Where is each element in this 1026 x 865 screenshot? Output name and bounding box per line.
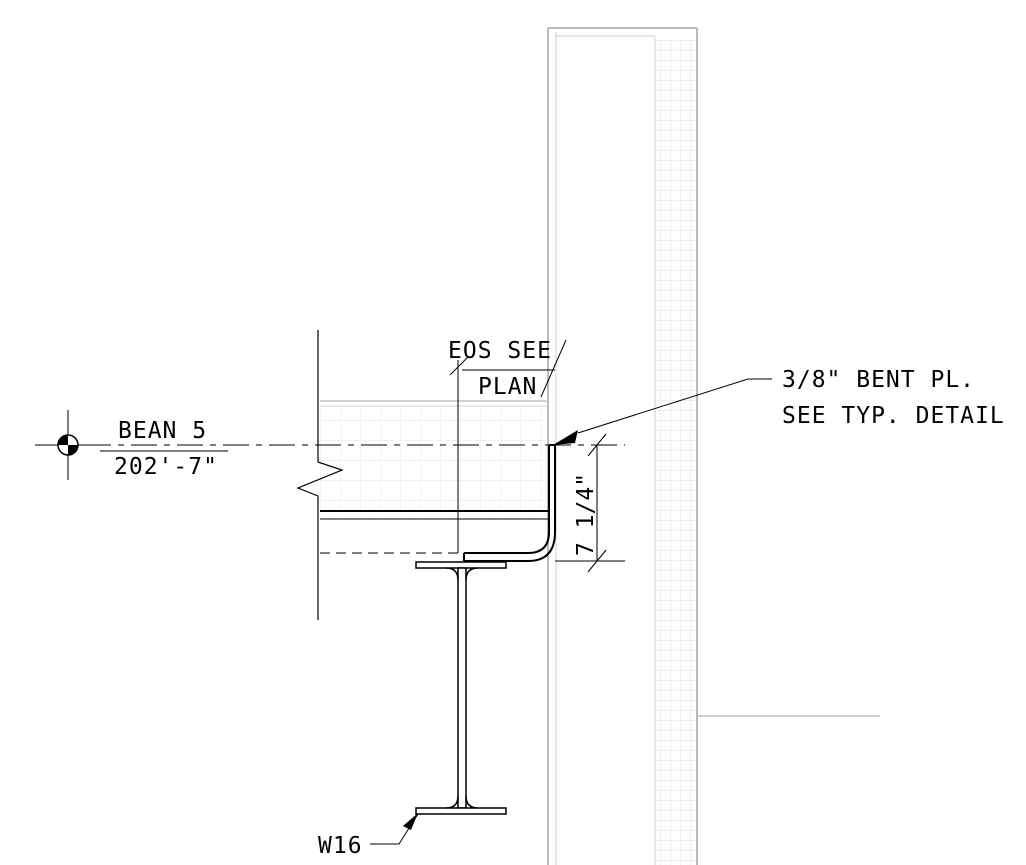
bent-plate (463, 444, 556, 562)
slab-thickness-label: 7 1/4" (573, 473, 599, 556)
steel-beam (415, 561, 507, 815)
edge-of-slab-leader (449, 339, 567, 553)
elevation-label-name: BEAN 5 (118, 418, 207, 444)
concrete-slab (320, 400, 548, 554)
bent-plate-note-line2: SEE TYP. DETAIL (782, 403, 1005, 429)
edge-of-slab-label-line1: EOS SEE (448, 338, 552, 364)
bent-plate-leader (553, 378, 772, 445)
elevation-label-value: 202'-7" (114, 454, 218, 480)
slab-break-line (296, 330, 344, 620)
beam-label-leader (370, 813, 419, 845)
bent-plate-note-line1: 3/8" BENT PL. (782, 367, 975, 393)
edge-of-slab-label-line2: PLAN (478, 374, 537, 400)
concrete-wall (547, 27, 880, 865)
slab-thickness-dimension (555, 433, 625, 573)
elevation-target-icon (35, 410, 228, 480)
beam-size-label: W16 (318, 833, 363, 859)
